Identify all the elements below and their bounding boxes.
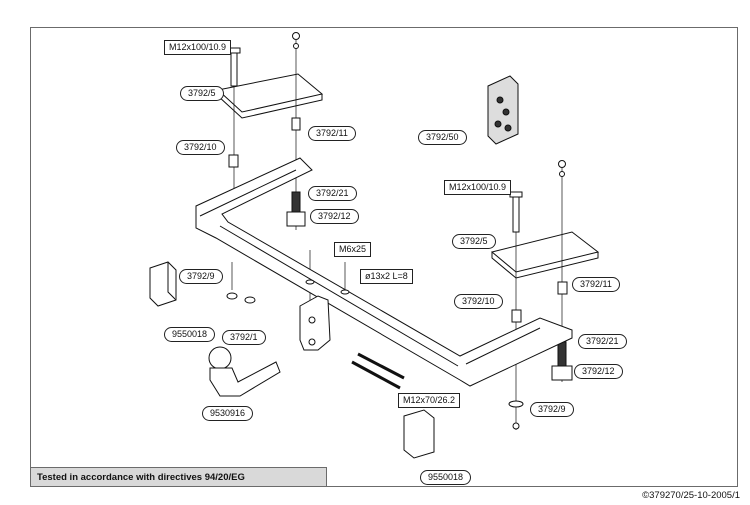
fixing-kit-bag (487, 75, 519, 145)
label-plate-left: 3792/5 (180, 86, 224, 101)
label-part-socket-bottom: 9550018 (420, 470, 472, 485)
central-bracket (299, 295, 331, 351)
label-spacer-top-left: 3792/11 (308, 126, 356, 141)
label-bolt-top-right: M12x100/10.9 (444, 180, 512, 195)
bolts (227, 32, 568, 323)
label-plate-right: 3792/5 (452, 234, 496, 249)
label-towball: 9530916 (202, 406, 254, 421)
label-spacer-mid-left: 3792/10 (176, 140, 225, 155)
label-bolt-small: M6x25 (334, 242, 372, 257)
label-bolt-bottom: M12x70/26.2 (398, 393, 461, 408)
electrical-sockets (149, 261, 435, 459)
copyright-text: ©379270/25-10-2005/1 (642, 490, 740, 501)
bottom-bolts (351, 352, 405, 390)
label-part-socket-left: 9550018 (164, 327, 216, 342)
crossbar-frame (195, 157, 573, 387)
label-crossbar-clamp: 3792/1 (222, 330, 266, 345)
label-bracket-left: 3792/9 (179, 269, 223, 284)
studs (286, 191, 573, 381)
right-mounting-plate (490, 231, 600, 279)
label-spacer-right-bottom: 3792/21 (578, 334, 627, 349)
label-stud-right: 3792/12 (574, 364, 623, 379)
footer-note: Tested in accordance with directives 94/… (31, 467, 327, 486)
label-spacer-bottom-left: 3792/21 (308, 186, 357, 201)
label-bolt-top-left: M12x100/10.9 (164, 40, 232, 55)
label-washer-small: ø13x2 L=8 (360, 269, 413, 284)
towball-neck (208, 346, 281, 397)
label-bracket-right: 3792/9 (530, 402, 574, 417)
label-stud-left: 3792/12 (310, 209, 359, 224)
drawing-frame (30, 27, 738, 487)
label-spacer-right-mid: 3792/10 (454, 294, 503, 309)
label-spacer-right-top: 3792/11 (572, 277, 620, 292)
washers (226, 279, 524, 430)
label-kit-bag: 3792/50 (418, 130, 467, 145)
